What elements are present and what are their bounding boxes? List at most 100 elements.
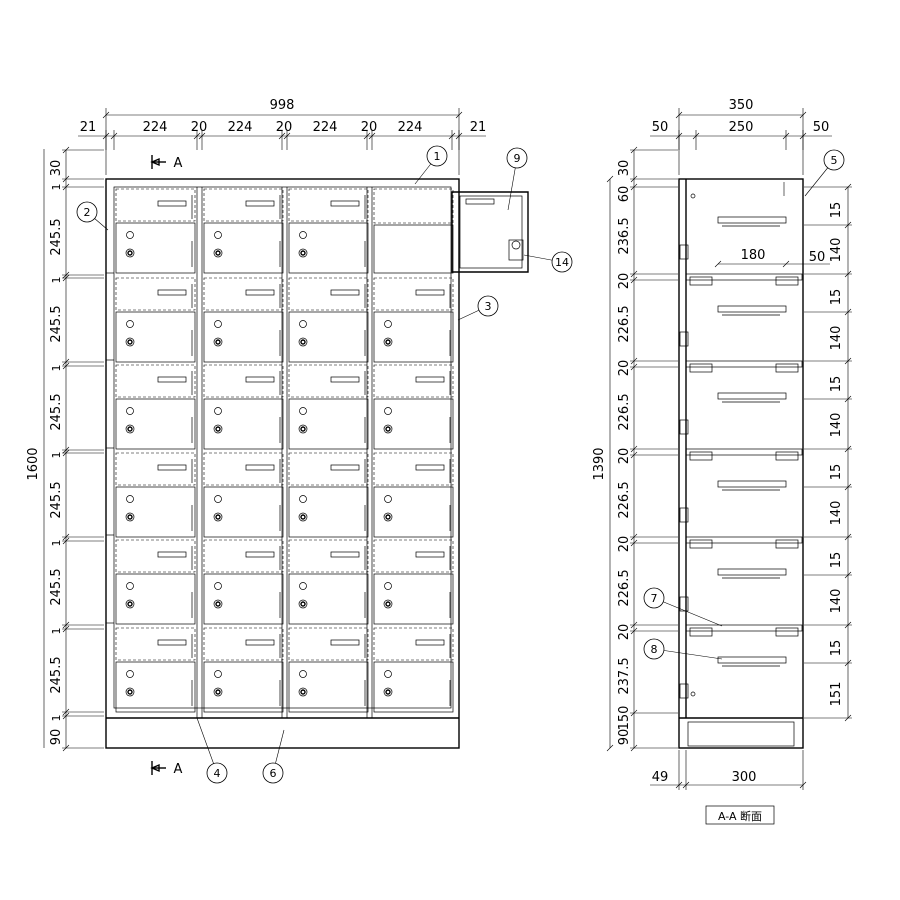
- lock-indicator: [126, 231, 134, 239]
- side-height-part-label: 20: [617, 536, 632, 553]
- dimension-tick: [630, 276, 638, 284]
- key-lock: [213, 512, 223, 522]
- dimension-tick: [844, 357, 852, 365]
- dimension-tick: [675, 781, 683, 789]
- dimension-tick: [844, 221, 852, 229]
- side-height-part-label: 226.5: [617, 481, 632, 518]
- width-part-label: 21: [80, 120, 97, 135]
- dimension-tick: [630, 357, 638, 365]
- lock-indicator: [384, 407, 392, 415]
- callout-label: 7: [651, 592, 658, 605]
- dimension-tick: [844, 571, 852, 579]
- key-lock-core: [300, 514, 306, 520]
- door-lower-panel: [203, 573, 284, 625]
- key-lock-core: [215, 514, 221, 520]
- dimension-tick: [62, 449, 70, 457]
- height-part-label: 245.5: [49, 393, 64, 430]
- door-lower-panel: [203, 661, 284, 713]
- dimension-tick: [675, 132, 683, 140]
- anchor-point: [690, 193, 696, 199]
- lock-indicator: [126, 320, 134, 328]
- lock-indicator: [384, 670, 392, 678]
- dimension-tick: [62, 621, 70, 629]
- dimension-tick: [844, 483, 852, 491]
- callout-label: 1: [434, 150, 441, 163]
- callout-label: 8: [651, 643, 658, 656]
- shelf-bracket-right: [775, 627, 799, 637]
- door-hinge: [679, 507, 689, 523]
- key-lock: [213, 424, 223, 434]
- key-lock-core: [300, 339, 306, 345]
- lock-indicator: [126, 407, 134, 415]
- dimension-tick: [630, 363, 638, 371]
- callout-label: 5: [831, 154, 838, 167]
- door-upper-panel: [373, 452, 454, 486]
- shelf: [685, 624, 803, 632]
- dimension-tick: [448, 132, 456, 140]
- door-upper-panel: [288, 364, 369, 398]
- overall-height-label: 1600: [26, 447, 41, 480]
- shelf-bracket-right: [775, 363, 799, 373]
- open-compartment-lower: [373, 224, 454, 274]
- opened-door-lock: [511, 240, 521, 250]
- dimension-tick: [455, 132, 463, 140]
- key-lock: [125, 337, 135, 347]
- section-caption: A-A 断面: [718, 809, 762, 823]
- key-lock-core: [385, 339, 391, 345]
- lock-indicator: [214, 231, 222, 239]
- side-height-part-label: 237.5: [617, 657, 632, 694]
- shelf-bracket-right: [775, 276, 799, 286]
- mail-slot: [157, 551, 187, 558]
- tray-width-label: 180: [741, 248, 766, 263]
- mail-slot: [157, 200, 187, 207]
- key-lock: [383, 687, 393, 697]
- shelf-bracket-left: [689, 451, 713, 461]
- height-part-label: 245.5: [49, 568, 64, 605]
- door-lower-panel: [203, 398, 284, 450]
- mail-slot: [415, 551, 445, 558]
- door-upper-panel: [115, 277, 196, 311]
- door-upper-panel: [203, 364, 284, 398]
- key-lock-core: [385, 514, 391, 520]
- key-lock-core: [127, 339, 133, 345]
- dimension-tick: [682, 781, 690, 789]
- door-hinge: [679, 331, 689, 347]
- lock-indicator: [384, 320, 392, 328]
- callout-leader: [653, 648, 723, 660]
- door-upper-panel: [115, 364, 196, 398]
- key-lock-core: [215, 689, 221, 695]
- lock-indicator: [299, 320, 307, 328]
- key-lock: [213, 687, 223, 697]
- door-hinge: [679, 683, 689, 699]
- callout-circle: [643, 587, 665, 609]
- lock-indicator: [299, 582, 307, 590]
- side-right-part-label: 15: [829, 552, 844, 569]
- door-upper-panel: [115, 539, 196, 573]
- height-part-label: 1: [50, 715, 63, 722]
- callout-label: 14: [555, 256, 569, 269]
- side-height-part-label: 226.5: [617, 393, 632, 430]
- tray-offset-label: 50: [809, 250, 826, 265]
- side-section-view: [678, 178, 804, 749]
- door-upper-panel: [288, 539, 369, 573]
- mail-slot: [330, 639, 360, 646]
- door-lower-panel: [115, 486, 196, 538]
- key-lock: [298, 424, 308, 434]
- key-lock: [383, 337, 393, 347]
- side-bottom-part-label: 300: [732, 770, 757, 785]
- dimension-tick: [844, 659, 852, 667]
- section-mark-label: A: [174, 156, 183, 171]
- door-lower-panel: [373, 573, 454, 625]
- dimension-tick: [62, 744, 70, 752]
- door-upper-panel: [373, 627, 454, 661]
- door-lower-panel: [115, 661, 196, 713]
- key-lock-core: [215, 339, 221, 345]
- lock-indicator: [214, 407, 222, 415]
- door-upper-panel: [115, 627, 196, 661]
- key-lock: [383, 599, 393, 609]
- side-right-part-label: 140: [829, 501, 844, 526]
- key-lock: [213, 248, 223, 258]
- dimension-tick: [62, 712, 70, 720]
- height-part-label: 1: [50, 184, 63, 191]
